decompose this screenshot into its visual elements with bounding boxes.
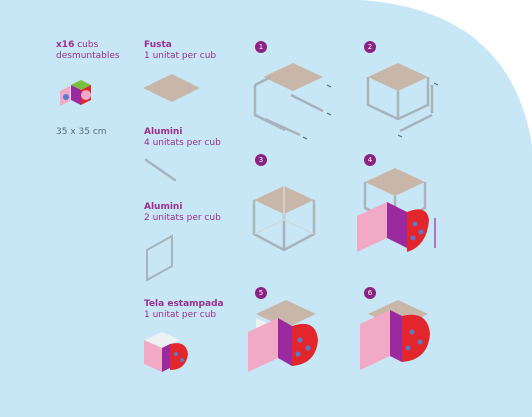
step-5-badge: 5 xyxy=(255,287,267,299)
step-1-badge: 1 xyxy=(255,41,267,53)
part-1-name: Fusta xyxy=(144,40,172,51)
printed-fabric-icon xyxy=(140,328,200,378)
cube-quantity-desc2: desmuntables xyxy=(56,51,120,62)
step-2-badge: 2 xyxy=(364,41,376,53)
cube-size: 35 x 35 cm xyxy=(56,127,107,138)
aluminium-frame-icon xyxy=(143,232,183,282)
part-4-name: Tela estampada xyxy=(144,299,224,310)
part-2-desc: 4 unitats per cub xyxy=(144,138,221,149)
step-3-badge: 3 xyxy=(255,154,267,166)
part-3-name: Alumini xyxy=(144,202,182,213)
step-3-illustration xyxy=(250,178,330,268)
part-4-desc: 1 unitat per cub xyxy=(144,310,216,321)
step-2-illustration xyxy=(360,55,450,155)
step-4-illustration xyxy=(355,168,445,268)
part-1-desc: 1 unitat per cub xyxy=(144,51,216,62)
step-4-badge: 4 xyxy=(364,154,376,166)
step-6-illustration xyxy=(358,300,448,390)
part-3-desc: 2 unitats per cub xyxy=(144,213,221,224)
part-2-name: Alumini xyxy=(144,127,182,138)
cube-thumbnail-icon xyxy=(55,75,95,115)
cube-quantity: x16 xyxy=(56,40,74,50)
cube-quantity-desc: cubs xyxy=(77,40,98,50)
step-1-illustration xyxy=(245,55,355,155)
aluminium-bar-icon xyxy=(140,157,180,187)
step-5-illustration xyxy=(246,300,336,390)
cube-quantity-line: x16 cubs xyxy=(56,40,98,51)
step-6-badge: 6 xyxy=(364,287,376,299)
wood-panel-icon xyxy=(143,74,203,104)
